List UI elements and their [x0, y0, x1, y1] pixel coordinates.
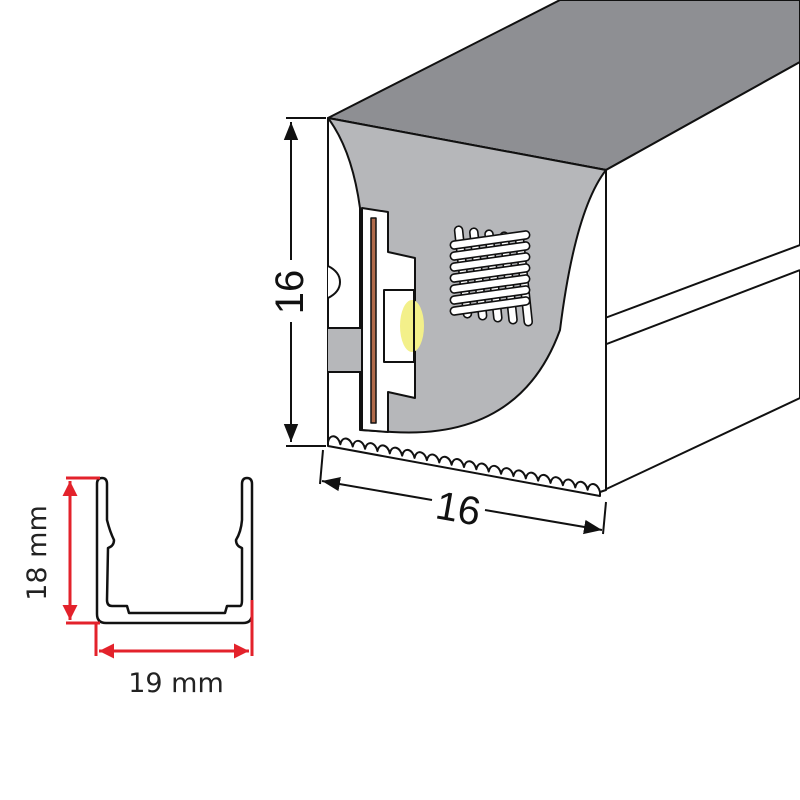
left-notch: [327, 265, 341, 299]
texture-rod: [449, 274, 531, 294]
height-label: 16: [268, 270, 312, 315]
channel-profile: [95, 476, 254, 625]
pcb-copper: [370, 217, 377, 424]
channel-height-label: 18 mm: [22, 505, 53, 601]
channel-dimensions: [62, 476, 254, 659]
texture-rod: [449, 285, 531, 305]
texture-rod: [449, 230, 531, 250]
width-dimension: [319, 449, 607, 535]
height-dimension: [283, 117, 326, 447]
channel-width-label: 19 mm: [128, 668, 224, 699]
led-chip: [400, 300, 424, 352]
wavy-bottom: [327, 435, 601, 497]
diffuser-texture: [449, 225, 534, 327]
texture-rod: [449, 296, 531, 316]
texture-rod: [449, 252, 531, 272]
width-label: 16: [432, 483, 483, 534]
texture-rod: [449, 241, 531, 261]
texture-rod: [449, 263, 531, 283]
neon-profile-3d: [327, 0, 800, 497]
